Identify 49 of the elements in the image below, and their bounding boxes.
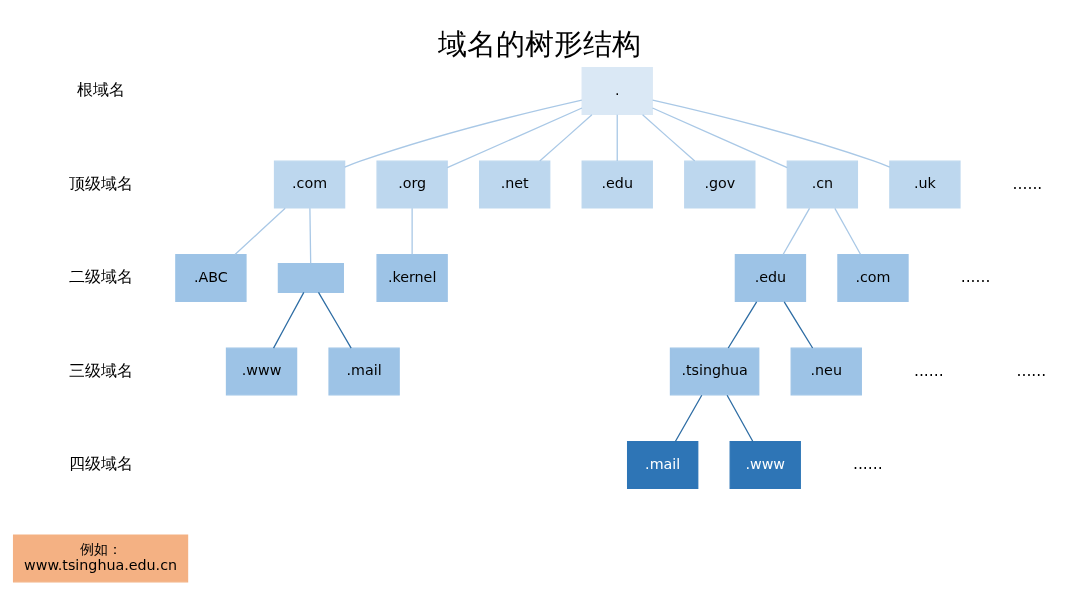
label: ...... (852, 455, 883, 473)
node-box: .org (376, 160, 448, 209)
connector (309, 207, 312, 264)
node-box: .cn (786, 160, 859, 209)
node-box (277, 263, 344, 293)
connector (616, 114, 618, 162)
node-box: 例如： www.tsinghua.edu.cn (12, 534, 189, 583)
node-box: .edu (581, 160, 653, 209)
node-box: .neu (790, 347, 862, 396)
diagram-title: 域名的树形结构 (438, 27, 642, 62)
node-box: .www (729, 440, 801, 489)
node-box: .gov (684, 160, 756, 209)
connector (446, 107, 583, 169)
label: 顶级域名 (68, 174, 133, 193)
connector (834, 207, 862, 256)
label: ...... (960, 268, 991, 287)
node-box: .net (479, 160, 551, 209)
connector (234, 207, 286, 256)
label: 二级域名 (68, 268, 133, 287)
node-box: .kernel (376, 254, 448, 303)
label: 四级域名 (68, 455, 133, 473)
label: ...... (1016, 361, 1047, 380)
connector (317, 291, 352, 349)
connector (726, 394, 754, 443)
connector (783, 301, 814, 349)
node-box: .com (273, 160, 346, 209)
node-box: . (581, 67, 653, 116)
connector (641, 114, 696, 162)
node-box: .mail (627, 440, 699, 489)
node-box: .mail (328, 347, 400, 396)
connector (782, 207, 811, 256)
label: 三级域名 (68, 361, 133, 380)
label: 根域名 (76, 81, 125, 100)
node-box: .com (837, 254, 909, 303)
connector (272, 291, 305, 349)
node-box: .ABC (175, 254, 247, 303)
connector (411, 207, 413, 256)
connector (674, 394, 703, 443)
node-box: .www (225, 347, 298, 396)
node-box: .tsinghua (669, 347, 760, 396)
node-box: .uk (889, 160, 961, 209)
label: ...... (913, 361, 944, 380)
node-box: .edu (734, 254, 807, 303)
connector (651, 107, 788, 169)
label: ...... (1012, 174, 1043, 193)
connector (652, 99, 891, 168)
connector (344, 99, 583, 168)
connector (727, 301, 758, 349)
connector (539, 114, 593, 162)
